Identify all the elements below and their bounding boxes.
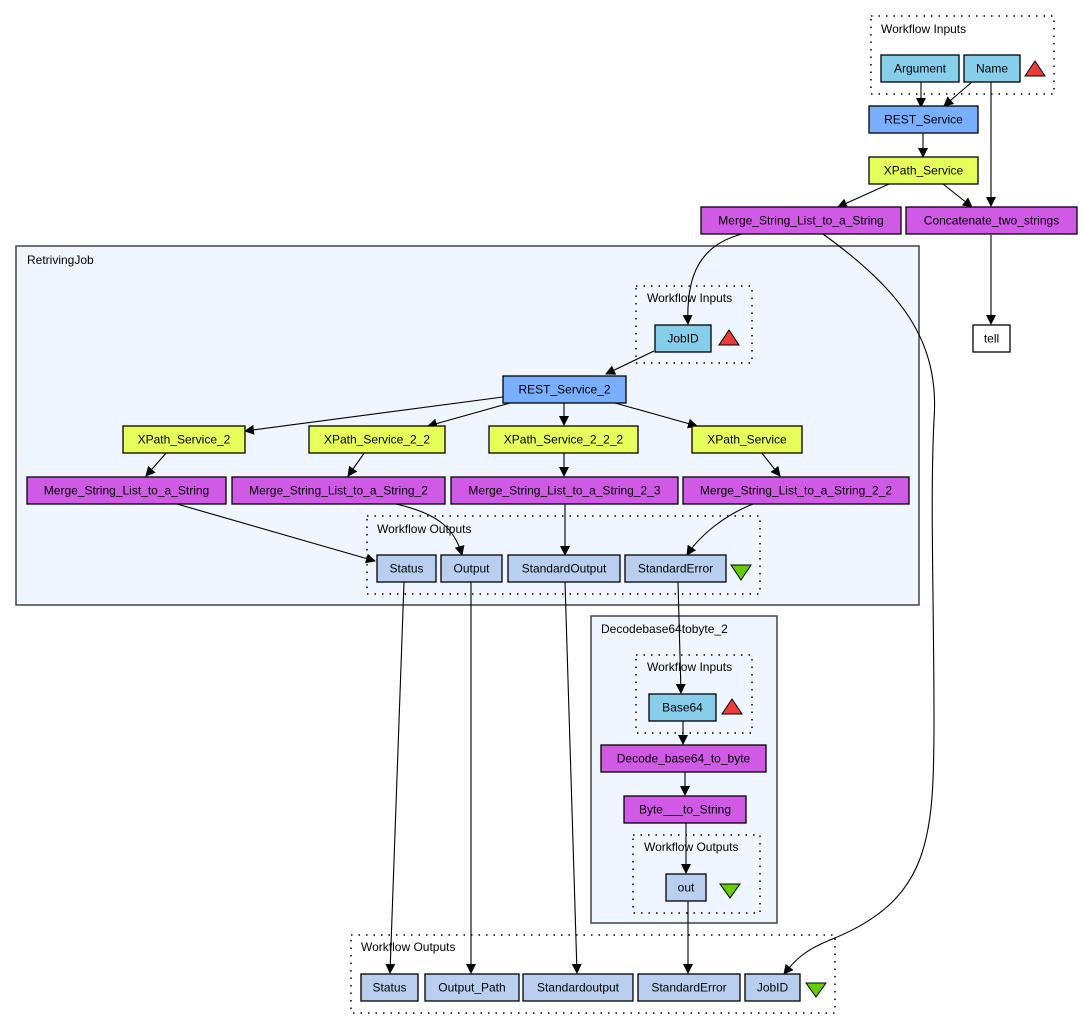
node-label: XPath_Service — [884, 164, 964, 178]
node-xpath-service-2-2-2[interactable]: XPath_Service_2_2_2 — [488, 425, 639, 454]
node-label: Concatenate_two_strings — [924, 214, 1059, 228]
cluster-label: Decodebase64tobyte_2 — [601, 622, 728, 636]
node-xpath-service-2[interactable]: XPath_Service_2 — [122, 425, 246, 454]
cluster-decode-workflow-inputs: Workflow Inputs — [635, 654, 753, 734]
edge — [943, 81, 973, 107]
node-output-standard-error[interactable]: StandardError — [624, 554, 727, 583]
node-decode-base64-to-byte[interactable]: Decode_base64_to_byte — [600, 744, 767, 773]
edge — [176, 503, 376, 564]
node-label: Base64 — [662, 701, 703, 715]
edge — [385, 581, 405, 974]
input-marker-icon — [1024, 60, 1046, 77]
node-rest-service[interactable]: REST_Service — [868, 105, 979, 134]
node-label: StandardError — [638, 562, 713, 576]
node-label: tell — [984, 332, 999, 346]
edge — [605, 350, 655, 375]
node-label: JobID — [667, 332, 699, 346]
node-output-out[interactable]: out — [665, 873, 707, 902]
node-label: JobID — [757, 981, 789, 995]
node-jobid-input[interactable]: JobID — [654, 324, 712, 353]
node-final-standardoutput[interactable]: Standardoutput — [522, 973, 634, 1002]
edge — [942, 183, 973, 208]
node-final-status[interactable]: Status — [360, 973, 419, 1002]
node-label: XPath_Service_2 — [138, 433, 231, 447]
node-rest-service-2[interactable]: REST_Service_2 — [502, 375, 627, 404]
node-merge-string-list-top[interactable]: Merge_String_List_to_a_String — [700, 206, 902, 235]
node-label: StandardOutput — [522, 562, 607, 576]
node-final-output-path[interactable]: Output_Path — [424, 973, 520, 1002]
node-label: REST_Service_2 — [518, 383, 610, 397]
cluster-retriving-workflow-outputs: Workflow Outputs — [366, 515, 761, 595]
node-output-standard-output[interactable]: StandardOutput — [507, 554, 621, 583]
cluster-top-workflow-inputs: Workflow Inputs — [870, 15, 1055, 95]
edge — [395, 503, 465, 556]
cluster-label: Workflow Outputs — [377, 522, 471, 536]
node-xpath-service[interactable]: XPath_Service — [868, 156, 979, 185]
node-final-jobid[interactable]: JobID — [744, 973, 801, 1002]
input-marker-icon — [718, 329, 740, 346]
node-argument[interactable]: Argument — [880, 54, 960, 83]
output-marker-icon — [730, 564, 752, 581]
cluster-retriving-workflow-inputs: Workflow Inputs — [635, 285, 753, 364]
node-label: Argument — [894, 62, 947, 76]
node-concatenate-two-strings[interactable]: Concatenate_two_strings — [905, 206, 1078, 235]
node-label: XPath_Service_2_2 — [324, 433, 430, 447]
node-label: Merge_String_List_to_a_String — [718, 214, 883, 228]
edge — [564, 581, 582, 974]
edge — [837, 183, 890, 208]
node-output-output[interactable]: Output — [440, 554, 503, 583]
node-label: REST_Service — [884, 113, 963, 127]
output-marker-icon — [805, 982, 827, 998]
node-label: Output_Path — [438, 981, 505, 995]
node-label: Merge_String_List_to_a_String_2_2 — [700, 484, 892, 498]
cluster-label: Workflow Inputs — [647, 660, 732, 674]
node-name[interactable]: Name — [963, 54, 1021, 83]
edge — [427, 402, 511, 429]
node-label: StandardError — [651, 981, 726, 995]
node-label: XPath_Service — [707, 433, 787, 447]
node-label: Output — [453, 562, 490, 576]
node-label: Name — [976, 62, 1008, 76]
edge — [614, 402, 698, 429]
cluster-label: Workflow Outputs — [361, 940, 455, 954]
node-label: Status — [389, 562, 423, 576]
node-byte-to-string[interactable]: Byte___to_String — [623, 795, 747, 824]
node-label: Standardoutput — [537, 981, 620, 995]
node-label: out — [678, 881, 695, 895]
node-label: Status — [372, 981, 406, 995]
node-merge-string-list-b[interactable]: Merge_String_List_to_a_String_2 — [231, 476, 446, 505]
node-label: Byte___to_String — [639, 803, 731, 817]
cluster-label: Workflow Inputs — [881, 22, 966, 36]
node-base64-input[interactable]: Base64 — [648, 693, 717, 722]
edge — [783, 233, 936, 975]
node-tell[interactable]: tell — [972, 324, 1011, 353]
node-label: Merge_String_List_to_a_String_2 — [249, 484, 428, 498]
input-marker-icon — [721, 698, 743, 715]
edge — [760, 451, 781, 477]
node-label: Merge_String_List_to_a_String — [44, 484, 209, 498]
edge — [347, 451, 366, 477]
node-label: XPath_Service_2_2_2 — [504, 433, 624, 447]
node-merge-string-list-a[interactable]: Merge_String_List_to_a_String — [26, 476, 227, 505]
edge — [675, 581, 686, 694]
node-label: Decode_base64_to_byte — [617, 752, 751, 766]
node-output-status[interactable]: Status — [376, 554, 437, 583]
edge — [686, 503, 754, 556]
cluster-label: RetrivingJob — [27, 253, 94, 267]
output-marker-icon — [719, 883, 741, 899]
cluster-label: Workflow Inputs — [647, 291, 732, 305]
node-xpath-service-2-2[interactable]: XPath_Service_2_2 — [308, 425, 446, 454]
node-merge-string-list-c[interactable]: Merge_String_List_to_a_String_2_3 — [450, 476, 679, 505]
edge — [244, 396, 504, 435]
cluster-final-workflow-outputs: Workflow Outputs — [350, 934, 836, 1014]
cluster-decode-workflow-outputs: Workflow Outputs — [632, 834, 761, 914]
node-xpath-service-inner[interactable]: XPath_Service — [691, 425, 803, 454]
node-final-standard-error[interactable]: StandardError — [637, 973, 741, 1002]
edge — [145, 451, 168, 477]
node-merge-string-list-d[interactable]: Merge_String_List_to_a_String_2_2 — [682, 476, 910, 505]
node-label: Merge_String_List_to_a_String_2_3 — [468, 484, 660, 498]
cluster-label: Workflow Outputs — [644, 840, 738, 854]
edge — [682, 233, 743, 325]
